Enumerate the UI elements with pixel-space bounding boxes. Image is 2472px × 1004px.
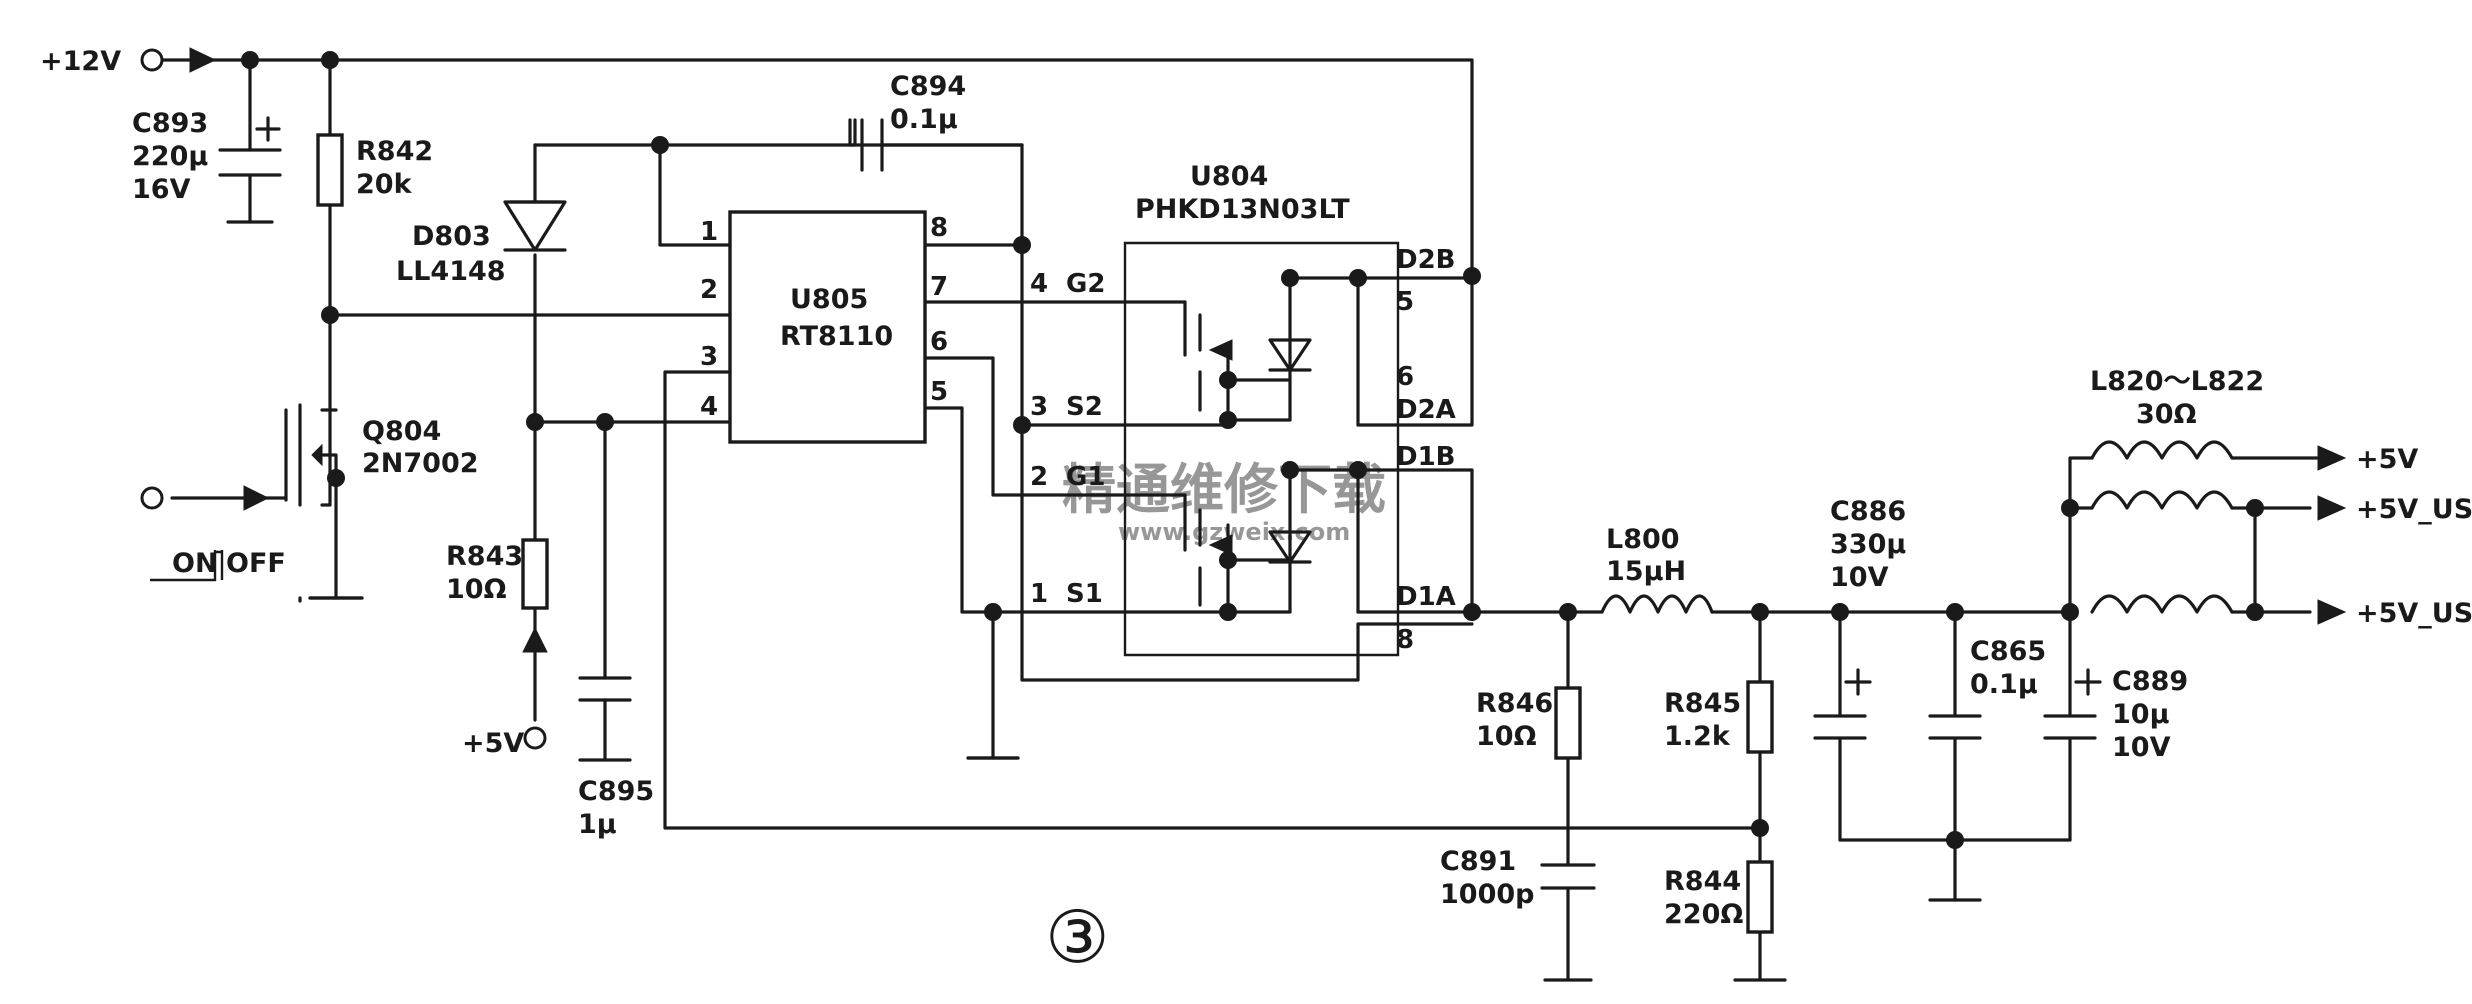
d803-ref: D803 (412, 221, 491, 252)
r845-ref: R845 (1664, 688, 1741, 719)
c886-ref: C886 (1830, 496, 1906, 527)
ic-u805 (728, 210, 927, 444)
open-terminals (140, 48, 547, 750)
watermark-url: www.gzweix.com (1118, 518, 1350, 546)
output-usb2-label: +5V_USB2 (2356, 598, 2472, 629)
u805-ref: U805 (790, 284, 868, 315)
resistor-r846 (1554, 686, 1582, 760)
resistor-r844 (1746, 860, 1774, 934)
ic-u804-internals (1208, 338, 1312, 564)
c865-value: 0.1μ (1970, 669, 2038, 700)
u804-ref: U804 (1190, 161, 1268, 192)
c893-rating: 16V (132, 174, 191, 205)
u804-pin-1: 1 (1030, 579, 1048, 609)
input-arrows (189, 47, 217, 73)
watermark-text: 精通维修下载 (1062, 458, 1386, 521)
diode-d803 (503, 200, 567, 252)
u804-pin-g1: G1 (1066, 462, 1105, 492)
c891-value: 1000p (1440, 879, 1534, 910)
c889-rating: 10V (2112, 732, 2171, 763)
c886-value: 330μ (1830, 529, 1906, 560)
output-5v-label: +5V (2356, 444, 2418, 475)
u804-value: PHKD13N03LT (1135, 194, 1350, 225)
resistor-r842 (316, 133, 344, 207)
rail-5v-input-label: +5V (462, 728, 524, 759)
ground-symbols (308, 596, 1982, 982)
l820-l822-ref: L820～L822 (2090, 366, 2264, 397)
r846-value: 10Ω (1476, 721, 1537, 752)
u804-pin-2: 2 (1030, 462, 1048, 492)
l800-value: 15μH (1606, 556, 1686, 587)
c894-ref: C894 (890, 71, 966, 102)
labels: +12V +5V +5V +5V_USB1 +5V_USB2 ON OFF C8… (40, 46, 2472, 979)
c895-value: 1μ (578, 809, 617, 840)
mosfet-q804 (243, 443, 323, 511)
q804-ref: Q804 (362, 416, 441, 447)
watermark: 精通维修下载 www.gzweix.com (1062, 458, 1386, 546)
u804-pin-d2b: D2B (1396, 245, 1456, 275)
u804-pin-6: 6 (1396, 362, 1414, 392)
d803-value: LL4148 (396, 256, 506, 287)
u805-value: RT8110 (780, 321, 893, 352)
u804-pin-d1a: D1A (1396, 582, 1456, 612)
r843-ref: R843 (446, 541, 523, 572)
capacitor-c894 (853, 118, 1024, 172)
r846-ref: R846 (1476, 688, 1553, 719)
u804-pin-5: 5 (1396, 287, 1414, 317)
switch-on-label: ON (172, 548, 218, 579)
u804-pin-8: 8 (1396, 625, 1414, 655)
u805-pin-5: 5 (930, 377, 948, 407)
c894-value: 0.1μ (890, 104, 958, 135)
rail-12v-label: +12V (40, 46, 121, 77)
u805-pin-1: 1 (700, 217, 718, 247)
u804-pin-4: 4 (1030, 269, 1048, 299)
c889-value: 10μ (2112, 699, 2170, 730)
polarity-marks (1844, 668, 2102, 696)
c895-ref: C895 (578, 776, 654, 807)
junction-dots (241, 51, 2264, 849)
q804-value: 2N7002 (362, 448, 479, 479)
u805-pin-7: 7 (930, 272, 948, 302)
u804-pin-d1b: D1B (1396, 442, 1456, 472)
inductor-l820-l822 (2090, 440, 2347, 625)
c893-value: 220μ (132, 141, 208, 172)
r844-value: 220Ω (1664, 899, 1743, 930)
resistor-r843 (521, 538, 549, 653)
u804-pin-s1: S1 (1066, 579, 1103, 609)
u805-pin-3: 3 (700, 342, 718, 372)
c886-rating: 10V (1830, 562, 1889, 593)
output-usb1-label: +5V_USB1 (2356, 494, 2472, 525)
r842-ref: R842 (356, 136, 433, 167)
c891-ref: C891 (1440, 846, 1516, 877)
c889-ref: C889 (2112, 666, 2188, 697)
figure-number: ③ (1045, 895, 1110, 979)
l800-ref: L800 (1606, 524, 1680, 555)
c865-ref: C865 (1970, 636, 2046, 667)
u804-pin-g2: G2 (1066, 269, 1105, 299)
c893-ref: C893 (132, 108, 208, 139)
u804-pin-3: 3 (1030, 392, 1048, 422)
switch-off-label: OFF (226, 548, 286, 579)
u805-pin-8: 8 (930, 213, 948, 243)
l820-l822-value: 30Ω (2136, 399, 2197, 430)
capacitor-c893 (218, 116, 282, 177)
r843-value: 10Ω (446, 574, 507, 605)
resistor-r845 (1746, 680, 1774, 754)
u804-pin-d2a: D2A (1396, 395, 1456, 425)
u804-pin-s2: S2 (1066, 392, 1103, 422)
inductor-l800 (1600, 594, 1714, 614)
r844-ref: R844 (1664, 866, 1741, 897)
u805-pin-2: 2 (700, 275, 718, 305)
r842-value: 20k (356, 169, 413, 200)
u805-pin-6: 6 (930, 327, 948, 357)
u805-pin-4: 4 (700, 392, 718, 422)
r845-value: 1.2k (1664, 721, 1731, 752)
